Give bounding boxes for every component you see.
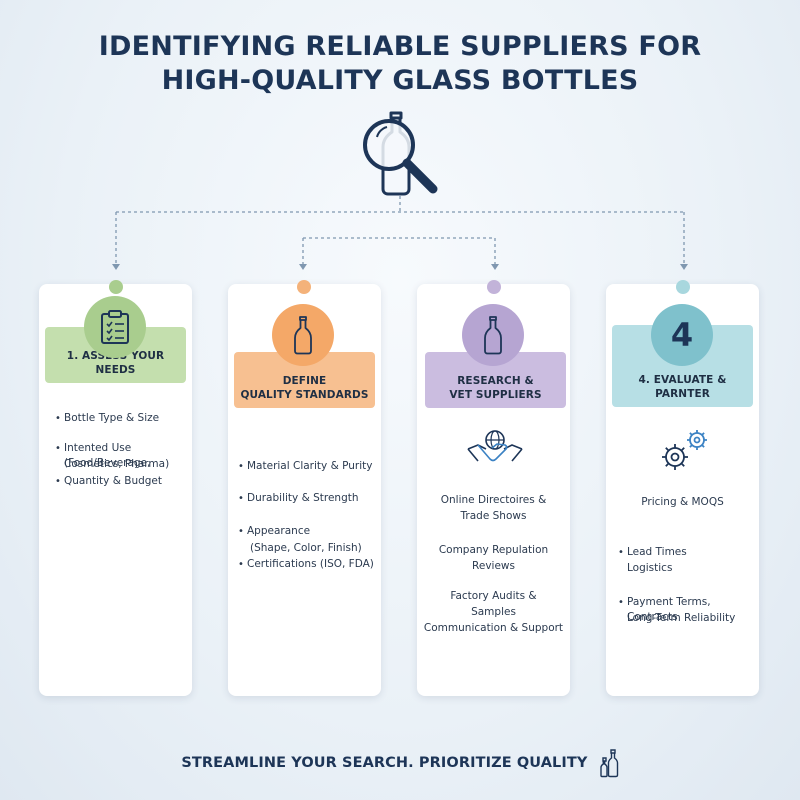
step-3-item-1b: Trade Shows (460, 510, 527, 522)
magnifier-bottle-icon (363, 111, 438, 196)
step-1-item-2: Intented Use (Food/Beverage, (55, 441, 190, 471)
bottle-icon (294, 316, 312, 355)
bottle-icon (484, 316, 502, 355)
step-3-item-1: Online Directoires & (440, 494, 547, 506)
step-3-item-2: Company Repulation (438, 544, 549, 556)
step-3-item-2b: Reviews (472, 560, 515, 572)
step-2-item-4: Certifications (ISO, FDA) (238, 557, 378, 572)
step-4-dot (676, 280, 690, 294)
step-2-item-3b: (Shape, Color, Finish) (250, 542, 362, 554)
bottles-icon (599, 749, 618, 778)
clipboard-checklist-icon (101, 310, 129, 344)
step-1-item-1: Bottle Type & Size (55, 411, 185, 426)
step-4-badge: 4 (651, 304, 713, 366)
title-line-1: IDENTIFYING RELIABLE SUPPLIERS FOR (98, 31, 702, 62)
step-4-number: 4 (670, 316, 694, 354)
step-4-item-2b: Logistics (627, 562, 673, 574)
footer-text: STREAMLINE YOUR SEARCH. PRIORITIZE QUALI… (181, 755, 588, 771)
step-4-item-3: Payment Terms, Contracts (618, 595, 758, 625)
step-3-badge (462, 304, 524, 366)
title-line-2: HIGH-QUALITY GLASS BOTTLES (161, 65, 639, 96)
step-2-dot (297, 280, 311, 294)
step-4-item-2: Lead Times (618, 545, 753, 560)
step-1-dot (109, 280, 123, 294)
step-2-item-1: Material Clarity & Purity (238, 459, 378, 474)
step-1-item-2b: Cosmetics, Pharma) (64, 458, 170, 470)
globe-handshake-icon (467, 430, 523, 462)
step-4-item-1: Pricing & MOQS (641, 496, 724, 508)
step-1-item-3: Quantity & Budget (55, 474, 185, 489)
step-3-item-4: Communication & Support (423, 622, 564, 634)
step-2-item-3: Appearance (238, 524, 378, 539)
step-3-item-3: Factory Audits & (450, 590, 537, 602)
step-2-badge (272, 304, 334, 366)
step-2-item-2: Durability & Strength (238, 491, 378, 506)
step-4-item-3b: Long-Term Reliability (627, 612, 736, 624)
step-3-banner: RESEARCH & VET SUPPLIERS (425, 352, 566, 408)
footer-tagline: STREAMLINE YOUR SEARCH. PRIORITIZE QUALI… (0, 748, 800, 778)
gears-icon (662, 430, 707, 470)
step-3-item-3b: Samples (471, 606, 516, 618)
page-title: IDENTIFYING RELIABLE SUPPLIERS FOR HIGH-… (0, 30, 800, 98)
step-3-dot (487, 280, 501, 294)
step-1-badge (84, 296, 146, 358)
